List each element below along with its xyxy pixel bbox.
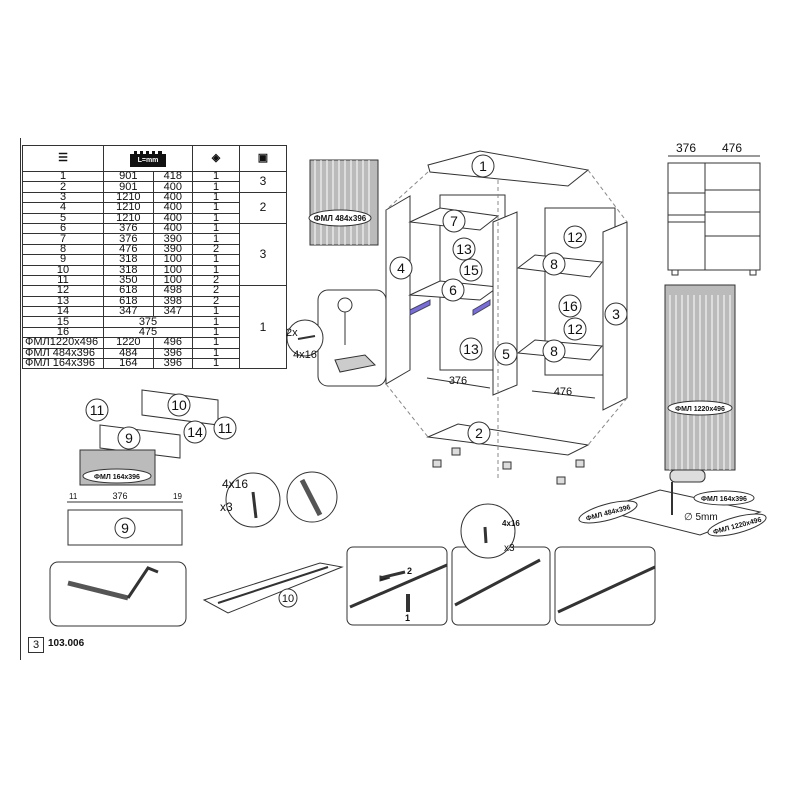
table-cell: 1 xyxy=(192,358,240,370)
part-callout xyxy=(442,209,466,233)
part-callout xyxy=(183,420,207,444)
svg-text:2x: 2x xyxy=(286,327,298,339)
svg-text:∅ 5mm: ∅ 5mm xyxy=(684,512,718,523)
part-callout-label: 9 xyxy=(125,430,133,446)
part-callout-label: 2 xyxy=(475,425,483,441)
part-callout xyxy=(467,421,491,445)
svg-text:376: 376 xyxy=(676,141,696,155)
part-callout-label: 10 xyxy=(171,397,187,413)
table-cell: ФМЛ 164x396 xyxy=(22,358,104,370)
ruler-icon: L=mm xyxy=(129,150,167,167)
svg-text:11: 11 xyxy=(69,492,78,501)
part-callout xyxy=(471,154,495,178)
part-callout-label: 12 xyxy=(567,321,583,337)
part-callout-label: 8 xyxy=(550,343,558,359)
part-callout xyxy=(604,302,628,326)
svg-text:476: 476 xyxy=(554,386,572,398)
svg-text:10: 10 xyxy=(282,593,294,605)
pack-number: 1 xyxy=(239,285,287,370)
pack-number: 3 xyxy=(239,171,287,193)
part-callout-label: 11 xyxy=(90,402,105,418)
slide-steps: 2 1 4x16 x3 xyxy=(346,503,656,626)
page-number: 3 xyxy=(28,637,44,653)
svg-text:ФМЛ 1220x496: ФМЛ 1220x496 xyxy=(675,406,725,413)
part-callout-label: 12 xyxy=(567,229,583,245)
part-callout-label: 8 xyxy=(550,256,558,272)
part-callout xyxy=(213,416,237,440)
part-callout-label: 7 xyxy=(450,213,458,229)
page-frame xyxy=(20,138,21,660)
part-callout xyxy=(542,252,566,276)
part-callout xyxy=(167,393,191,417)
part-callout xyxy=(441,278,465,302)
front-view: 376 476 xyxy=(667,141,761,276)
part-callout xyxy=(389,256,413,280)
svg-text:376: 376 xyxy=(112,491,127,501)
part-callout xyxy=(563,225,587,249)
part-callout-label: 5 xyxy=(502,346,510,362)
svg-text:x3: x3 xyxy=(220,500,233,514)
part-callout-label: 6 xyxy=(449,282,457,298)
package-icon: ▣ xyxy=(239,145,287,172)
part-callout xyxy=(542,339,566,363)
svg-text:476: 476 xyxy=(722,141,742,155)
panel-fml-1220: ФМЛ 1220x496 xyxy=(664,284,736,471)
part-callout-label: 16 xyxy=(562,298,578,314)
product-code: 103.006 xyxy=(48,638,85,649)
svg-text:4x16: 4x16 xyxy=(222,477,248,491)
drawer-front-dims: 11 376 19 9 xyxy=(67,491,183,546)
part-callout xyxy=(452,237,476,261)
svg-text:2: 2 xyxy=(407,566,412,576)
part-callout-label: 3 xyxy=(612,306,620,322)
pack-number: 3 xyxy=(239,222,287,287)
panel-fml-484: ФМЛ 484x396 xyxy=(308,159,379,246)
part-callout-label: 4 xyxy=(397,260,405,276)
svg-text:4x16: 4x16 xyxy=(293,349,317,361)
part-callout xyxy=(563,317,587,341)
part-callout-label: 13 xyxy=(463,341,479,357)
svg-text:19: 19 xyxy=(173,492,182,501)
svg-text:x3: x3 xyxy=(504,543,515,554)
rail-board xyxy=(202,562,344,614)
part-callout-label: 13 xyxy=(456,241,472,257)
svg-text:376: 376 xyxy=(449,375,467,387)
table-cell: 396 xyxy=(152,358,194,370)
part-callout xyxy=(459,337,483,361)
svg-text:ФМЛ 164x396: ФМЛ 164x396 xyxy=(701,496,747,503)
part-callout xyxy=(459,258,483,282)
part-callout xyxy=(85,398,109,422)
svg-text:9: 9 xyxy=(121,520,129,536)
svg-text:4x16: 4x16 xyxy=(502,519,520,528)
svg-text:ФМЛ 484x396: ФМЛ 484x396 xyxy=(314,214,367,223)
part-callout-label: 11 xyxy=(218,420,233,436)
part-callout-label: 15 xyxy=(463,262,479,278)
drill-detail: ФМЛ 484x396 ФМЛ 164x396 ФМЛ 1220x496 ∅ 5… xyxy=(578,469,767,537)
part-callout xyxy=(117,426,141,450)
svg-text:1: 1 xyxy=(405,613,410,623)
part-callout xyxy=(558,294,582,318)
drawer-assembly: ФМЛ 164x396 11 10 9 14 11 xyxy=(79,389,237,486)
part-callout xyxy=(494,342,518,366)
part-callout-label: 1 xyxy=(479,158,487,174)
svg-text:ФМЛ 164x396: ФМЛ 164x396 xyxy=(94,474,140,481)
part-callout-label: 14 xyxy=(187,424,203,440)
